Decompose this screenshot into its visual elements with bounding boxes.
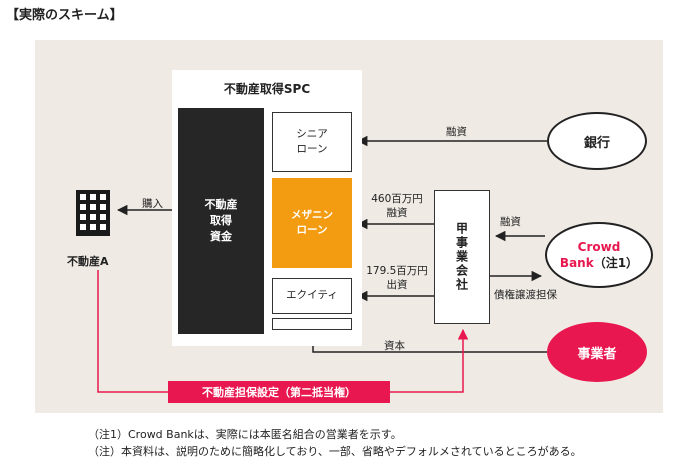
spc-title: 不動産取得SPC [223, 82, 311, 96]
fund-label-line: 不動産 [204, 198, 238, 212]
footnote: （注）本資料は、説明のために簡略化しており、一部、省略やデフォルメされているとこ… [88, 445, 582, 458]
fund-label-line: 資金 [210, 229, 232, 243]
bank-node: 銀行 [547, 112, 647, 170]
mortgage-label: 不動産担保設定（第二抵当権） [202, 386, 356, 399]
mezz-label-line: ローン [296, 224, 328, 236]
crowd-bank-node: Crowd Bank（注1） [545, 222, 653, 288]
footnote: （注1）Crowd Bankは、実際には本匿名組合の営業者を示す。 [88, 428, 402, 441]
senior-label-line: シニア [296, 127, 328, 140]
senior-loan-tranche: シニア ローン [272, 112, 352, 172]
mezz-amount: 460百万円 [371, 193, 423, 205]
bottom-tranche [272, 318, 352, 330]
mezzanine-loan-tranche: メザニン ローン [272, 178, 352, 268]
fund-box: 不動産 取得 資金 [178, 108, 264, 334]
equity-flow-label: 179.5百万円 出資 [363, 264, 431, 292]
sponsor-label: 事業者 [577, 346, 617, 362]
company-label: 甲事業会社 [454, 222, 469, 292]
sponsor-node: 事業者 [547, 322, 647, 382]
mezz-label-line: メザニン [291, 208, 333, 221]
equity-investment-text: 出資 [386, 279, 408, 292]
collateral-label: 債権譲渡担保 [494, 289, 557, 301]
crowd-bank-line1: Crowd [577, 239, 621, 254]
crowd-loan-label: 融資 [500, 216, 521, 228]
purchase-label: 購入 [142, 198, 163, 210]
mezz-loan-text: 融資 [386, 207, 408, 220]
capital-label: 資本 [384, 340, 405, 352]
crowd-bank-line2: Bank [559, 256, 594, 270]
bank-label: 銀行 [583, 135, 610, 151]
crowd-bank-note-ref: （注1） [593, 256, 639, 270]
equity-amount: 179.5百万円 [366, 265, 428, 277]
mezz-flow-label: 460百万円 融資 [366, 192, 428, 220]
bank-loan-label: 融資 [446, 126, 467, 138]
senior-label-line: ローン [296, 143, 328, 155]
asset-label: 不動産A [67, 255, 109, 268]
fund-label-line: 取得 [210, 214, 232, 228]
building-icon [76, 190, 110, 236]
equity-tranche: エクイティ [272, 278, 352, 314]
page-title: 【実際のスキーム】 [6, 8, 123, 23]
company-box: 甲事業会社 [434, 190, 490, 324]
mortgage-label-box: 不動産担保設定（第二抵当権） [168, 381, 390, 403]
equity-label: エクイティ [286, 289, 338, 302]
